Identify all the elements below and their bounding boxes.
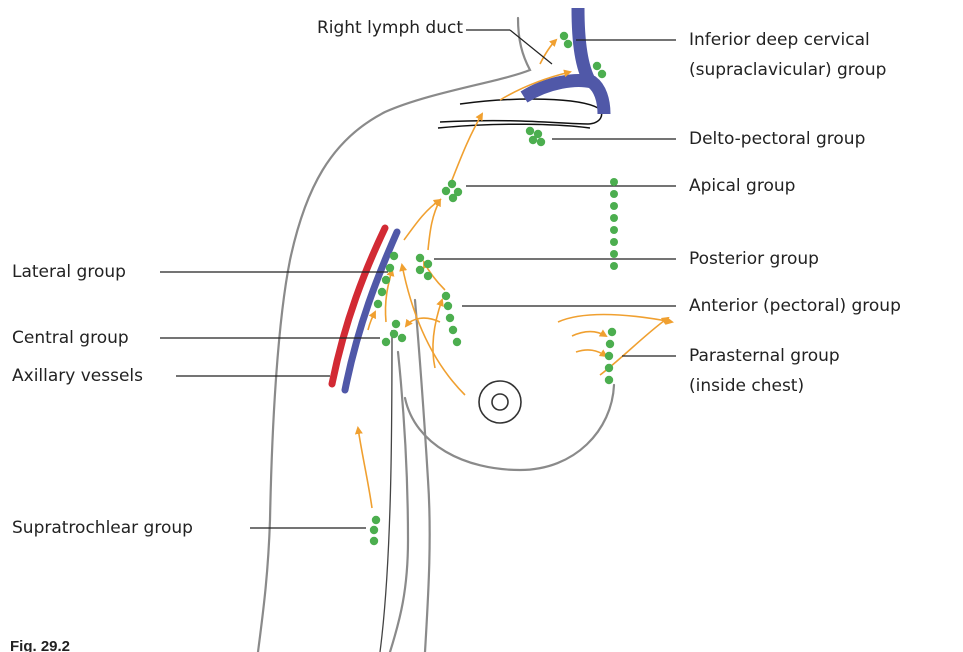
arrow-lateral-to-apical	[404, 200, 440, 240]
label-inside-chest: (inside chest)	[689, 374, 804, 398]
nipple	[479, 381, 521, 423]
label-posterior-group: Posterior group	[689, 247, 819, 271]
label-axillary-vessels: Axillary vessels	[12, 364, 143, 388]
arrow-breast-to-parasternal-3	[576, 350, 606, 356]
posterior-nodes	[416, 254, 432, 280]
anterior-nodes	[442, 292, 461, 346]
label-anterior-group: Anterior (pectoral) group	[689, 294, 901, 318]
clavicle	[438, 99, 602, 128]
label-central-group: Central group	[12, 326, 129, 350]
label-delto-pectoral-group: Delto-pectoral group	[689, 127, 865, 151]
parasternal-nodes	[605, 328, 616, 384]
figure-label: Fig. 29.2	[10, 638, 70, 652]
arm-front-outline	[415, 300, 430, 652]
body-outline	[258, 18, 614, 652]
label-parasternal-group: Parasternal group	[689, 344, 840, 368]
label-right-lymph-duct: Right lymph duct	[317, 16, 463, 40]
label-lateral-group: Lateral group	[12, 260, 126, 284]
inner-arm-fold	[380, 330, 392, 652]
label-supratrochlear-group: Supratrochlear group	[12, 516, 193, 540]
parasternal-chain-nodes	[610, 178, 618, 270]
central-nodes	[382, 320, 406, 346]
arrow-breast-to-parasternal-1	[558, 315, 672, 323]
arrow-breast-to-parasternal-2	[572, 332, 606, 337]
leader-right-lymph-duct-bend	[510, 30, 552, 64]
arrow-supratrochlear-up	[358, 428, 372, 508]
subclavian-vein	[524, 8, 604, 114]
arrow-breast-to-anterior	[433, 300, 442, 368]
supratrochlear-nodes	[370, 516, 380, 545]
apical-nodes	[442, 180, 462, 202]
delto-pectoral-nodes	[526, 127, 545, 146]
label-apical-group: Apical group	[689, 174, 795, 198]
breast-outline	[405, 385, 614, 470]
arrow-arm-to-central	[368, 312, 375, 330]
label-supraclavicular-group: (supraclavicular) group	[689, 58, 886, 82]
label-inferior-deep-cervical: Inferior deep cervical	[689, 28, 870, 52]
axillary-vessels	[332, 228, 397, 390]
